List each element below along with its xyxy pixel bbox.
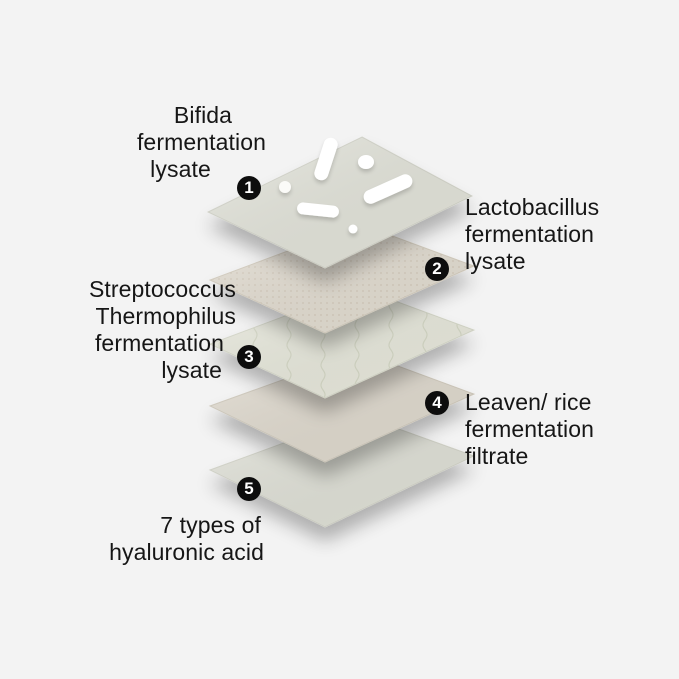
layer-5-label: 7 types of hyaluronic acid <box>60 512 264 566</box>
layer-1-label-line: Bifida <box>173 102 233 128</box>
layer-4-label-line: fermentation <box>465 416 595 442</box>
layer-3-label-line: lysate <box>161 357 222 383</box>
layer-5-sheet <box>208 414 476 528</box>
layer-2-label-line: lysate <box>465 248 526 274</box>
layer-4-number-badge: 4 <box>425 391 449 415</box>
layer-3-label-line: Streptococcus <box>88 276 236 302</box>
layer-4-label-line: Leaven/ rice <box>465 389 592 415</box>
layer-1-label-line: lysate <box>150 156 211 182</box>
layer-1-label: Bifida fermentation lysate <box>120 102 266 183</box>
layer-2-sheet <box>208 223 476 334</box>
layer-4-sheet <box>208 351 476 463</box>
layer-1-label-line: fermentation <box>136 129 266 155</box>
layer-3-label-line: Thermophilus <box>95 303 236 329</box>
bacteria-illustration <box>279 137 413 234</box>
layer-2-label: Lactobacillus fermentation lysate <box>465 194 599 275</box>
layer-2-number-badge: 2 <box>425 257 449 281</box>
layer-5-label-line: 7 types of <box>160 512 261 538</box>
layer-3-sheet <box>208 287 476 399</box>
layer-4-label-line: filtrate <box>465 443 529 469</box>
layer-3-label-line: fermentation <box>94 330 224 356</box>
layer-3-number-badge: 3 <box>237 345 261 369</box>
layer-2-label-line: Lactobacillus <box>465 194 600 220</box>
layer-2-label-line: fermentation <box>465 221 595 247</box>
layer-1-number-badge: 1 <box>237 176 261 200</box>
layer-4-label: Leaven/ rice fermentation filtrate <box>465 389 594 470</box>
layer-5-number-badge: 5 <box>237 477 261 501</box>
layer-5-label-line: hyaluronic acid <box>109 539 264 565</box>
layer-3-label: Streptococcus Thermophilus fermentation … <box>40 276 236 384</box>
